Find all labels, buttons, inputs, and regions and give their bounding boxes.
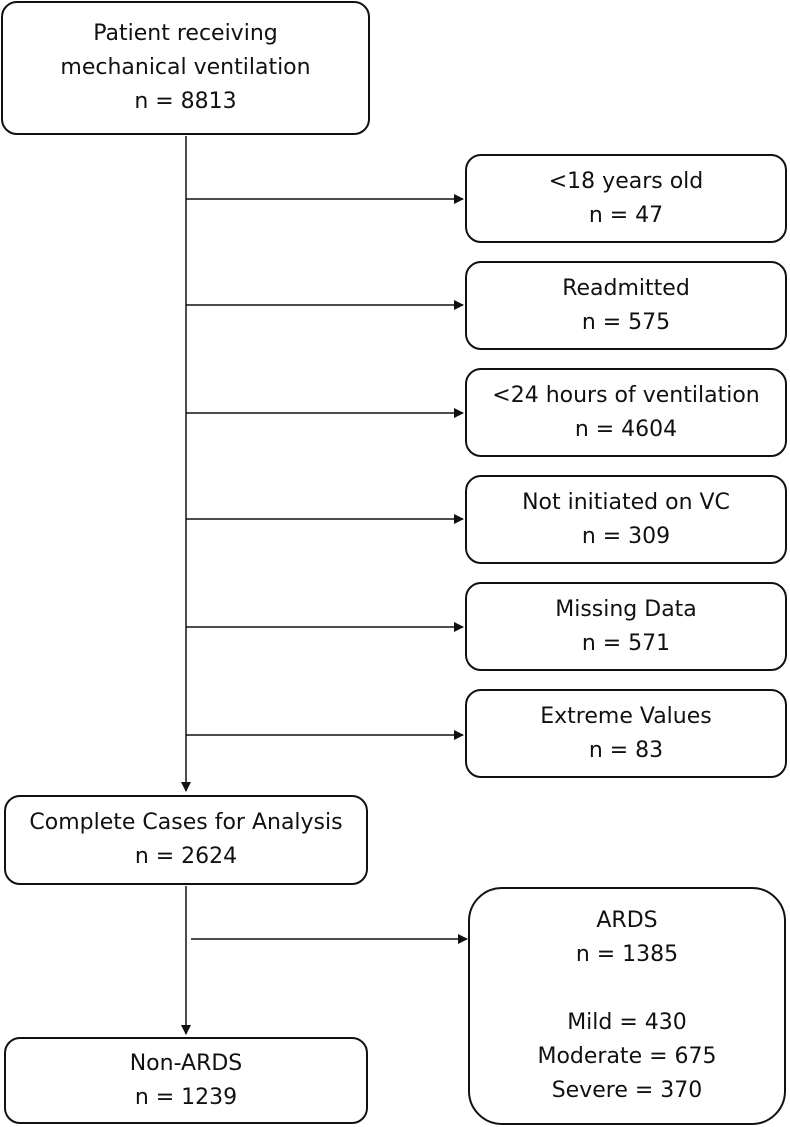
exclusion-label: <24 hours of ventilation <box>492 382 760 408</box>
exclusion-box-extreme-values: Extreme Values n = 83 <box>465 689 787 778</box>
exclusion-label: Readmitted <box>562 275 690 301</box>
exclusion-count: n = 4604 <box>574 416 678 442</box>
exclusion-label: Missing Data <box>555 596 697 622</box>
exclusion-box-under-18: <18 years old n = 47 <box>465 154 787 243</box>
start-line1: Patient receiving <box>93 21 278 46</box>
exclusion-label: Not initiated on VC <box>522 489 730 515</box>
non-ards-box: Non-ARDS n = 1239 <box>4 1037 368 1124</box>
start-count: n = 8813 <box>134 89 237 114</box>
exclusion-box-missing-data: Missing Data n = 571 <box>465 582 787 671</box>
non-ards-count: n = 1239 <box>134 1084 238 1110</box>
exclusion-box-readmitted: Readmitted n = 575 <box>465 261 787 350</box>
exclusion-count: n = 309 <box>581 523 671 549</box>
exclusion-label: Extreme Values <box>540 703 712 729</box>
complete-cases-box: Complete Cases for Analysis n = 2624 <box>4 795 368 885</box>
exclusion-count: n = 575 <box>581 309 671 335</box>
exclusion-box-short-ventilation: <24 hours of ventilation n = 4604 <box>465 368 787 457</box>
complete-label: Complete Cases for Analysis <box>29 810 343 835</box>
ards-count: n = 1385 <box>575 942 679 967</box>
complete-count: n = 2624 <box>134 844 238 869</box>
ards-box: ARDS n = 1385 Mild = 430 Moderate = 675 … <box>468 887 786 1125</box>
exclusion-label: <18 years old <box>548 168 704 194</box>
exclusion-count: n = 571 <box>581 630 671 656</box>
non-ards-label: Non-ARDS <box>129 1050 243 1076</box>
ards-severe: Severe = 370 <box>551 1078 703 1103</box>
exclusion-count: n = 47 <box>588 202 664 228</box>
exclusion-box-not-vc: Not initiated on VC n = 309 <box>465 475 787 564</box>
exclusion-count: n = 83 <box>588 737 664 763</box>
start-line2: mechanical ventilation <box>60 55 311 80</box>
start-box: Patient receiving mechanical ventilation… <box>1 1 370 135</box>
ards-label: ARDS <box>596 908 658 933</box>
ards-moderate: Moderate = 675 <box>537 1044 717 1069</box>
ards-mild: Mild = 430 <box>567 1010 687 1035</box>
